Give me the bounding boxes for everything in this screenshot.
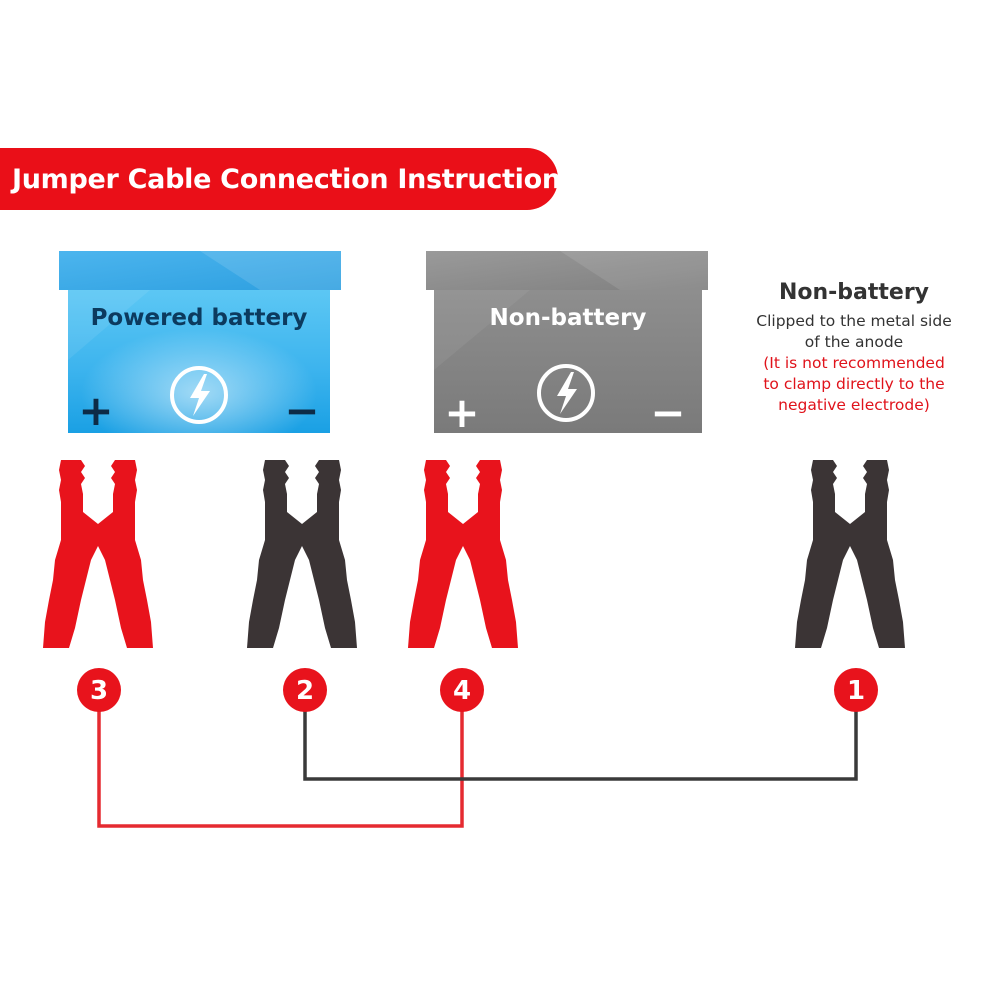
red-cable — [97, 690, 464, 828]
black-cable — [303, 690, 858, 781]
non-battery-plus-symbol: + — [444, 388, 479, 437]
ground-note-warning: to clamp directly to the — [763, 375, 945, 393]
ground-note: Non-battery Clipped to the metal side of… — [740, 280, 968, 416]
step-badge-2: 2 — [283, 668, 327, 712]
non-battery-minus-symbol: − — [650, 388, 685, 437]
powered-battery — [59, 251, 341, 433]
ground-note-line: of the anode — [804, 333, 904, 351]
step-badge-4: 4 — [440, 668, 484, 712]
step-number-2: 2 — [296, 676, 314, 706]
non-battery — [426, 251, 708, 433]
ground-note-title: Non-battery — [778, 280, 930, 305]
title-banner: Jumper Cable Connection Instruction — [0, 148, 561, 210]
step-number-3: 3 — [90, 676, 108, 706]
clamp-black-powered-negative — [247, 460, 357, 648]
non-battery-lightning-icon — [537, 364, 595, 422]
powered-battery-label: Powered battery — [90, 305, 308, 331]
ground-note-warning: (It is not recommended — [763, 354, 945, 372]
ground-note-warning: negative electrode) — [778, 396, 930, 414]
step-number-1: 1 — [847, 676, 865, 706]
powered-plus-symbol: + — [78, 386, 113, 435]
ground-note-line: Clipped to the metal side — [756, 312, 952, 330]
page-title: Jumper Cable Connection Instruction — [12, 163, 561, 195]
clamp-red-non-battery-positive — [408, 460, 518, 648]
powered-battery-lightning-icon — [170, 366, 228, 424]
step-badge-1: 1 — [834, 668, 878, 712]
clamp-black-metal-ground — [795, 460, 905, 648]
powered-minus-symbol: − — [284, 386, 319, 435]
step-number-4: 4 — [453, 676, 471, 706]
non-battery-label: Non-battery — [489, 305, 647, 331]
clamp-red-powered-positive — [43, 460, 153, 648]
step-badge-3: 3 — [77, 668, 121, 712]
